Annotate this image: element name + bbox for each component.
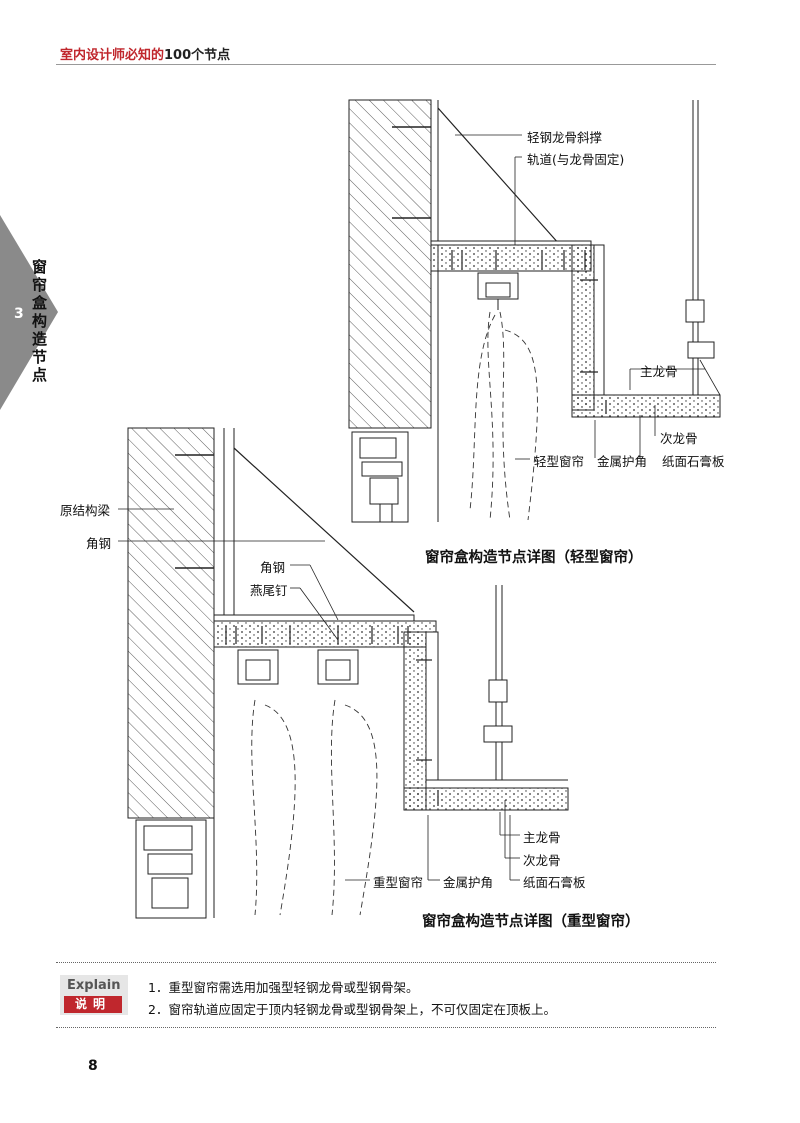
top-detail-drawing — [348, 99, 721, 523]
explain-note-2: 2．窗帘轨道应固定于顶内轻钢龙骨或型钢骨架上，不可仅固定在顶板上。 — [148, 1002, 556, 1017]
label-metal-corner-bottom: 金属护角 — [443, 875, 494, 890]
label-gypsum-board-top: 纸面石膏板 — [662, 454, 725, 469]
explain-top-rule — [56, 962, 716, 963]
label-metal-corner-top: 金属护角 — [597, 454, 648, 469]
running-header: 室内设计师必知的100个节点 — [60, 44, 230, 63]
label-heavy-curtain: 重型窗帘 — [373, 875, 424, 890]
explain-label-en: Explain — [67, 978, 121, 993]
label-secondary-keel-top: 次龙骨 — [660, 431, 698, 446]
label-original-beam: 原结构梁 — [60, 503, 111, 518]
bottom-detail-drawing — [118, 427, 569, 919]
header-title-num: 100个节点 — [164, 48, 231, 63]
label-light-steel-brace: 轻钢龙骨斜撑 — [527, 130, 603, 145]
label-track-fixed: 轨道(与龙骨固定) — [527, 152, 625, 167]
label-dovetail-nail: 燕尾钉 — [250, 583, 288, 598]
explain-label-cn: 说明 — [64, 996, 122, 1013]
caption-light-curtain: 窗帘盒构造节点详图（轻型窗帘） — [425, 550, 643, 566]
chapter-number: 3 — [14, 306, 24, 322]
label-angle-steel-2: 角钢 — [260, 560, 286, 575]
label-angle-steel-1: 角钢 — [86, 536, 112, 551]
label-main-keel-bottom: 主龙骨 — [523, 830, 561, 845]
label-secondary-keel-bottom: 次龙骨 — [523, 853, 561, 868]
header-title-red: 室内设计师必知的 — [60, 48, 165, 63]
explain-note-1: 1．重型窗帘需选用加强型轻钢龙骨或型钢骨架。 — [148, 980, 419, 995]
header-rule — [56, 64, 716, 65]
chapter-title: 窗帘盒构造节点 — [32, 258, 48, 384]
caption-heavy-curtain: 窗帘盒构造节点详图（重型窗帘） — [422, 914, 640, 930]
page-number: 8 — [88, 1058, 98, 1074]
chapter-tab — [0, 215, 58, 410]
label-gypsum-board-bottom: 纸面石膏板 — [523, 875, 586, 890]
label-light-curtain: 轻型窗帘 — [534, 454, 585, 469]
label-main-keel-top: 主龙骨 — [640, 364, 678, 379]
explain-bottom-rule — [56, 1027, 716, 1028]
